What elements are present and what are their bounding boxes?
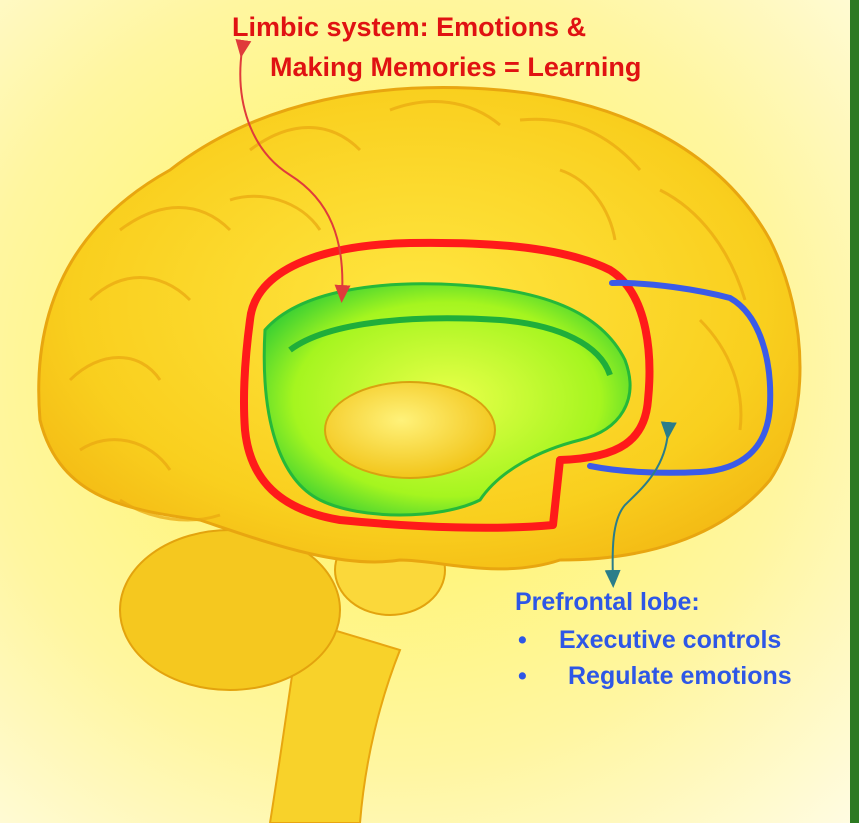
thalamus: [325, 382, 495, 478]
right-border: [850, 0, 859, 823]
bullet-glyph: •: [518, 662, 527, 691]
bullet-glyph: •: [518, 626, 527, 655]
limbic-label-line1: Limbic system: Emotions &: [232, 12, 586, 43]
prefrontal-title: Prefrontal lobe:: [515, 588, 700, 617]
limbic-label-line2: Making Memories = Learning: [270, 52, 641, 83]
prefrontal-bullet-regulate: Regulate emotions: [568, 662, 792, 691]
prefrontal-bullet-executive: Executive controls: [559, 626, 781, 655]
